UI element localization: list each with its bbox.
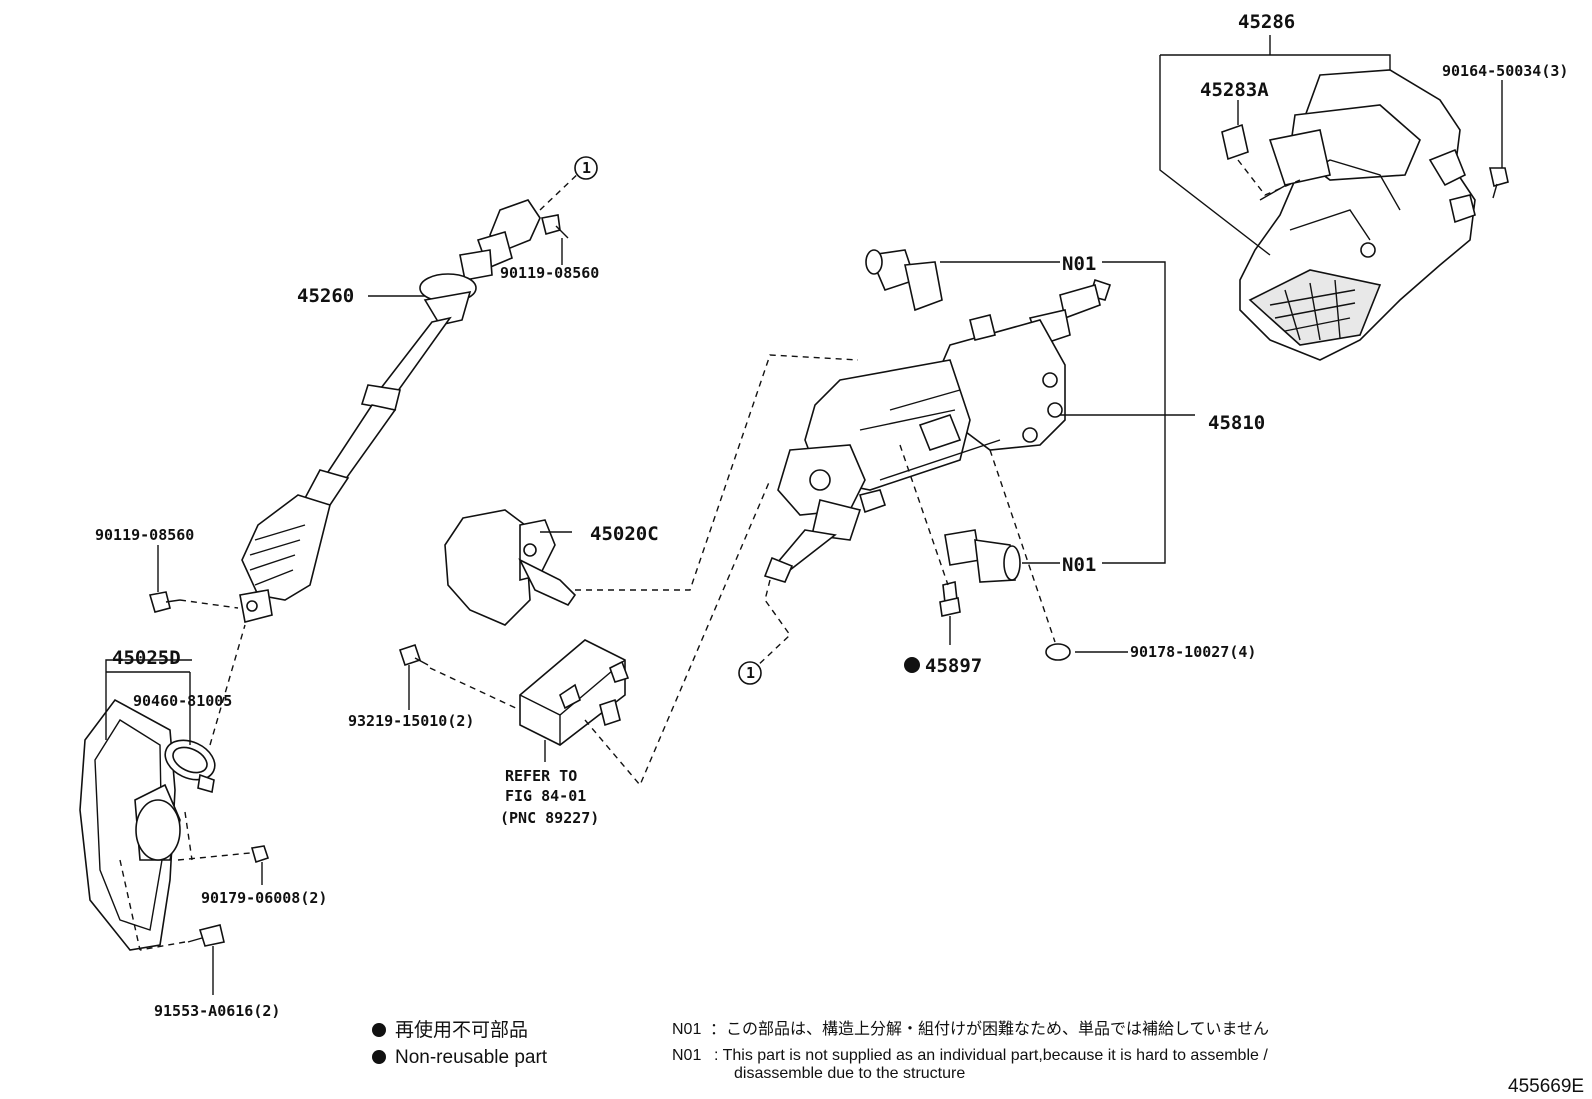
callout-1-mid: 1 <box>746 664 755 682</box>
label-90178: 90178-10027(4) <box>1130 643 1256 661</box>
figure-id: 455669E <box>1508 1076 1584 1097</box>
label-45020c: 45020C <box>590 523 659 545</box>
note-n01-code-jp: N01 <box>672 1021 701 1038</box>
callout-1-top: 1 <box>582 159 591 177</box>
label-90460: 90460-81005 <box>133 692 232 710</box>
non-reusable-bullet-icon <box>904 657 920 673</box>
screw-90164-icon <box>1489 167 1509 199</box>
label-n01-top: N01 <box>1062 253 1096 275</box>
motor-n01-bottom-illustration <box>944 529 1021 583</box>
legend-bullet-jp-icon <box>372 1023 386 1037</box>
note-n01-code-en: N01 <box>672 1047 701 1064</box>
label-45897: 45897 <box>925 655 982 677</box>
intermediate-shaft-illustration <box>239 199 541 623</box>
legend-bullet-en-icon <box>372 1050 386 1064</box>
label-45286: 45286 <box>1238 11 1295 33</box>
refer-line-2: FIG 84-01 <box>505 787 586 805</box>
legend-jp: 再使用不可部品 <box>395 1019 528 1041</box>
label-45260: 45260 <box>297 285 354 307</box>
label-93219: 93219-15010(2) <box>348 712 474 730</box>
note-n01-en-line2: disassemble due to the structure <box>734 1065 965 1082</box>
label-90179: 90179-06008(2) <box>201 889 327 907</box>
tilt-motor-45020c-illustration <box>444 509 577 626</box>
ecu-module-illustration <box>519 639 630 746</box>
steering-column-45810-illustration <box>763 278 1112 583</box>
label-90119-top: 90119-08560 <box>500 264 599 282</box>
bolt-93219-icon <box>398 643 429 667</box>
note-n01-en-line1: : This part is not supplied as an indivi… <box>714 1047 1268 1064</box>
label-45283a: 45283A <box>1200 79 1269 101</box>
label-45025d: 45025D <box>112 647 181 669</box>
label-90119-left: 90119-08560 <box>95 526 194 544</box>
bolt-91553-icon <box>187 924 225 947</box>
refer-line-3: (PNC 89227) <box>500 809 599 827</box>
sticker-45283a <box>1221 123 1249 161</box>
legend-en: Non-reusable part <box>395 1047 548 1068</box>
motor-n01-top-illustration <box>865 249 943 312</box>
ring-90460-icon <box>164 739 216 794</box>
label-91553: 91553-A0616(2) <box>154 1002 280 1020</box>
note-n01-jp: ：この部品は、構造上分解・組付けが困難なため、単品では補給していません <box>710 1020 1269 1038</box>
label-n01-bottom: N01 <box>1062 554 1096 576</box>
refer-line-1: REFER TO <box>505 767 577 785</box>
bolt-45897-icon <box>939 581 961 617</box>
label-45810: 45810 <box>1208 412 1265 434</box>
label-90164: 90164-50034(3) <box>1442 62 1568 80</box>
dash-seal-45025d-illustration <box>79 698 181 951</box>
nut-90179-icon <box>250 845 270 864</box>
bolt-90119-top-icon <box>541 214 569 239</box>
bolt-90119-left-icon <box>148 591 181 613</box>
column-cover-illustration <box>1239 69 1476 361</box>
nut-90178-icon <box>1045 643 1071 661</box>
